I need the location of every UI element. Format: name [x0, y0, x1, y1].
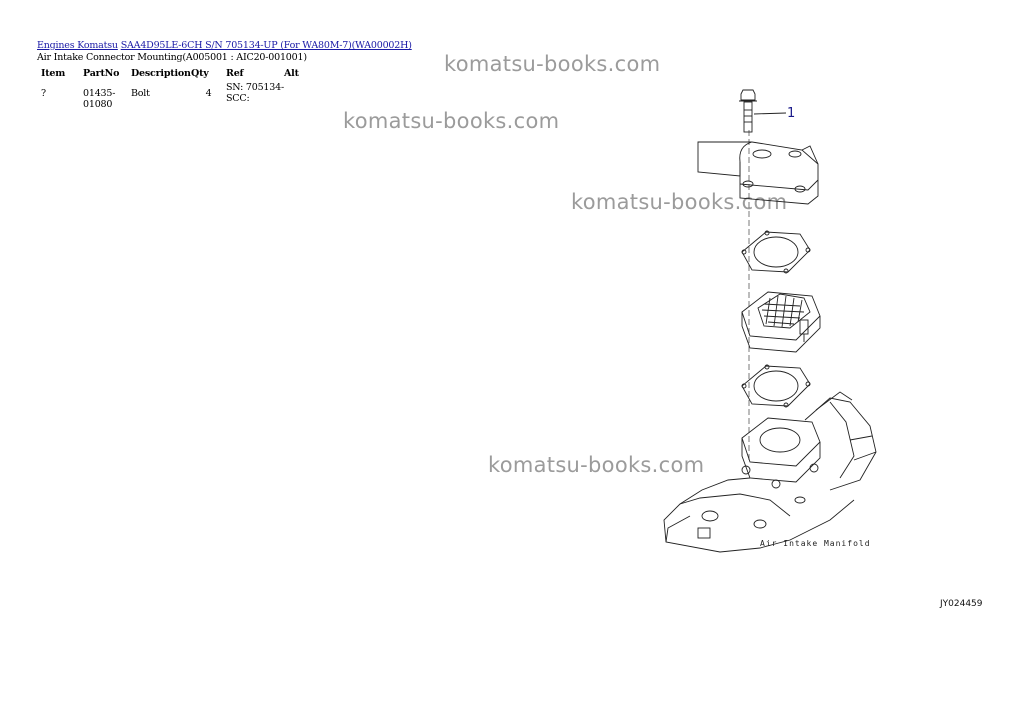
intake-heater-icon — [741, 291, 821, 353]
callout-number: 1 — [787, 106, 795, 121]
cell-description: Bolt — [131, 88, 150, 99]
header-ref: Ref — [226, 67, 244, 79]
figure-code: JY024459 — [940, 599, 983, 609]
parts-table: Item PartNo Description Qty Ref Alt ? 01… — [37, 66, 299, 111]
header-partno: PartNo — [83, 67, 120, 79]
upper-gasket-icon — [741, 230, 811, 274]
engines-komatsu-link[interactable]: Engines Komatsu — [37, 40, 118, 51]
header-qty: Qty — [191, 67, 209, 79]
header-item: Item — [41, 67, 66, 79]
manifold-label: Air Intake Manifold — [760, 539, 871, 548]
table-header-row: Item PartNo Description Qty Ref Alt — [37, 66, 299, 80]
callout-leader-line — [753, 112, 787, 115]
header-alt: Alt — [284, 67, 299, 79]
intake-manifold-icon — [663, 391, 877, 553]
page-title: Air Intake Connector Mounting(A005001 : … — [37, 52, 307, 63]
breadcrumb: Engines Komatsu SAA4D95LE-6CH S/N 705134… — [37, 40, 412, 51]
cell-partno: 01435-01080 — [83, 88, 116, 110]
lower-gasket-icon — [741, 364, 811, 408]
watermark: komatsu-books.com — [571, 190, 788, 214]
model-link[interactable]: SAA4D95LE-6CH S/N 705134-UP (For WA80M-7… — [120, 40, 412, 51]
cell-ref: SN: 705134-SCC: — [226, 82, 284, 104]
watermark: komatsu-books.com — [444, 52, 661, 76]
cell-qty: 4 — [205, 88, 212, 99]
cell-alt — [284, 80, 299, 110]
table-row: ? 01435-01080 Bolt 4 SN: 705134-SCC: — [37, 80, 299, 110]
exploded-parts-diagram: 1 Air Intake Manifold — [663, 89, 877, 553]
watermark: komatsu-books.com — [343, 109, 560, 133]
header-description: Description — [131, 67, 191, 79]
watermark: komatsu-books.com — [488, 453, 705, 477]
connector-elbow-icon — [697, 141, 819, 205]
cell-item: ? — [41, 88, 46, 99]
bolt-icon — [739, 89, 757, 133]
